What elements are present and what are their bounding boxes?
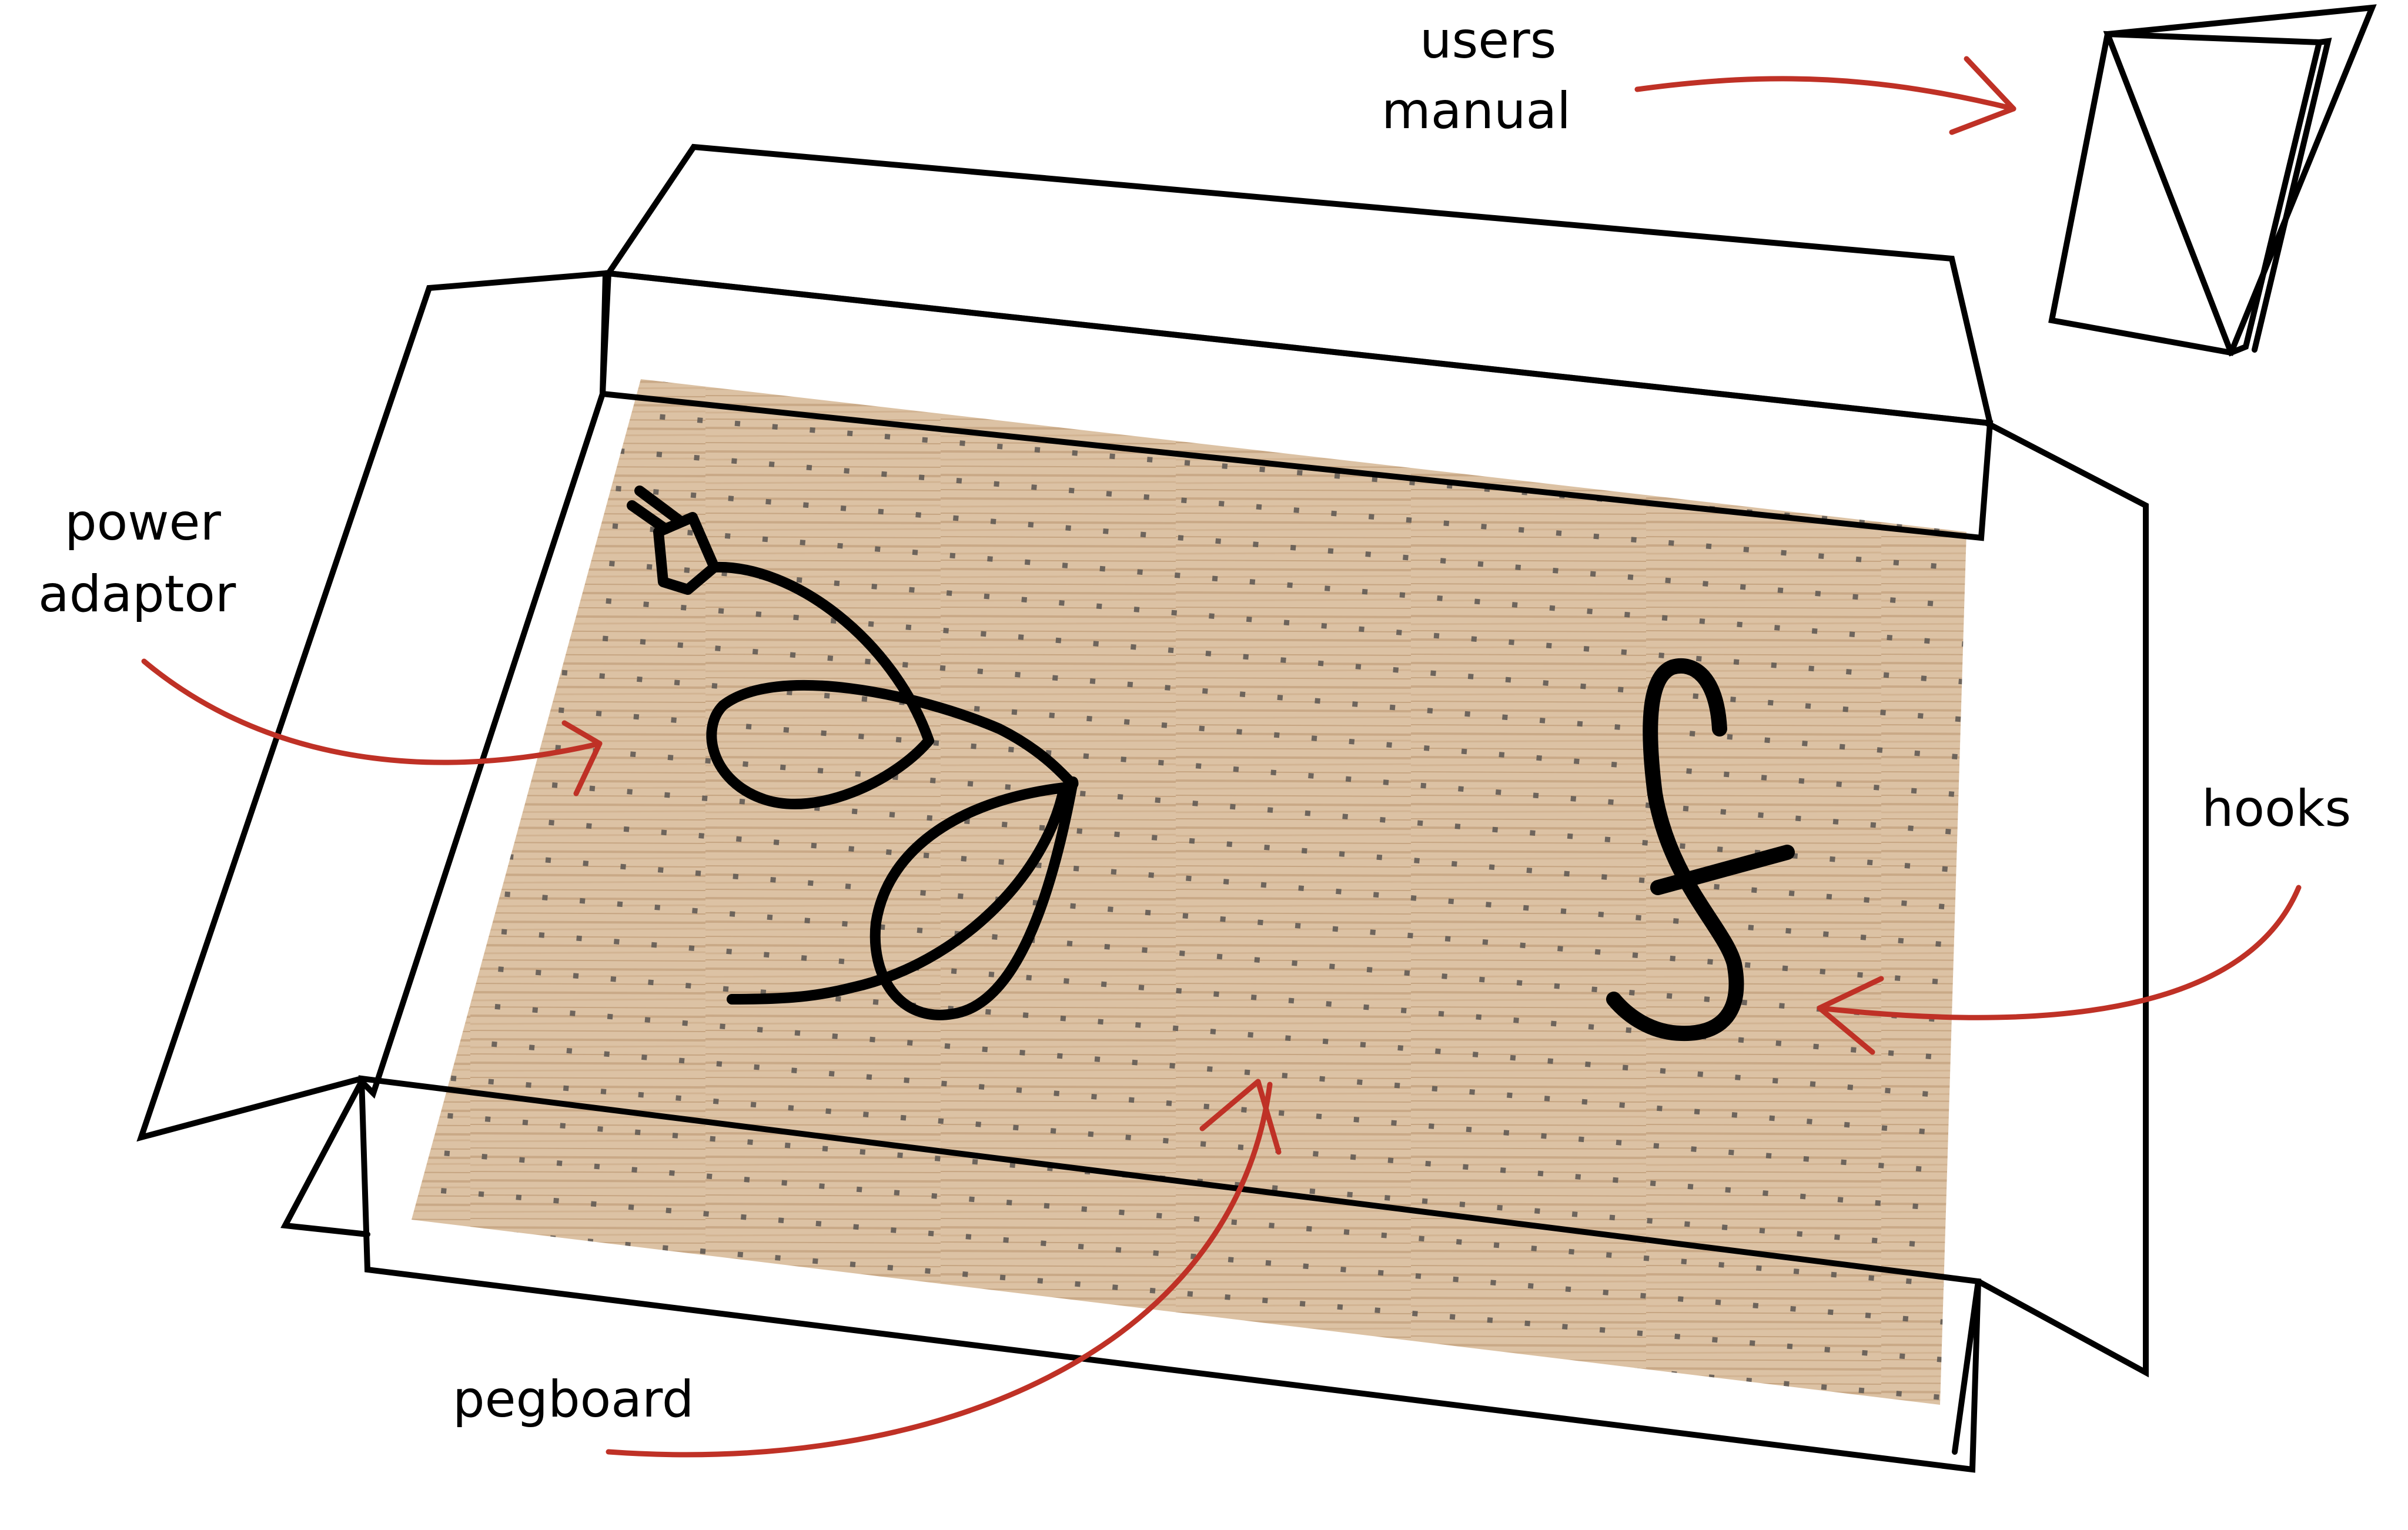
pegboard-label: pegboard (453, 1370, 694, 1429)
power-plug-icon (627, 486, 1079, 1020)
box-left-wall (359, 270, 608, 1099)
hook-icon (1606, 658, 1795, 1042)
power-adaptor-label-line2: adaptor (38, 565, 236, 624)
box-left-flap (136, 270, 608, 1142)
power-adaptor-label-line1: power (65, 493, 221, 552)
box-front-wall (358, 1075, 1982, 1473)
box-right-flap (1975, 420, 2149, 1378)
box-back-flap (603, 143, 1994, 427)
callout-arrows (141, 56, 2302, 1458)
hooks-arrow (1817, 885, 2302, 1055)
users-manual-label-line2: manual (1382, 82, 1571, 140)
box-front-flap (280, 1079, 370, 1237)
power-adaptor-arrow (141, 658, 603, 796)
hooks-label: hooks (2202, 779, 2351, 838)
users-manual-arrow (1634, 56, 2016, 135)
pegboard (412, 379, 1966, 1405)
box-outline (136, 143, 2149, 1473)
users-manual-label-line1: users (1420, 11, 1556, 70)
manual-booklet-icon (2048, 4, 2377, 357)
pegboard-arrow (606, 1079, 1282, 1458)
labels: users manual power adaptor hooks pegboar… (38, 11, 2351, 1429)
